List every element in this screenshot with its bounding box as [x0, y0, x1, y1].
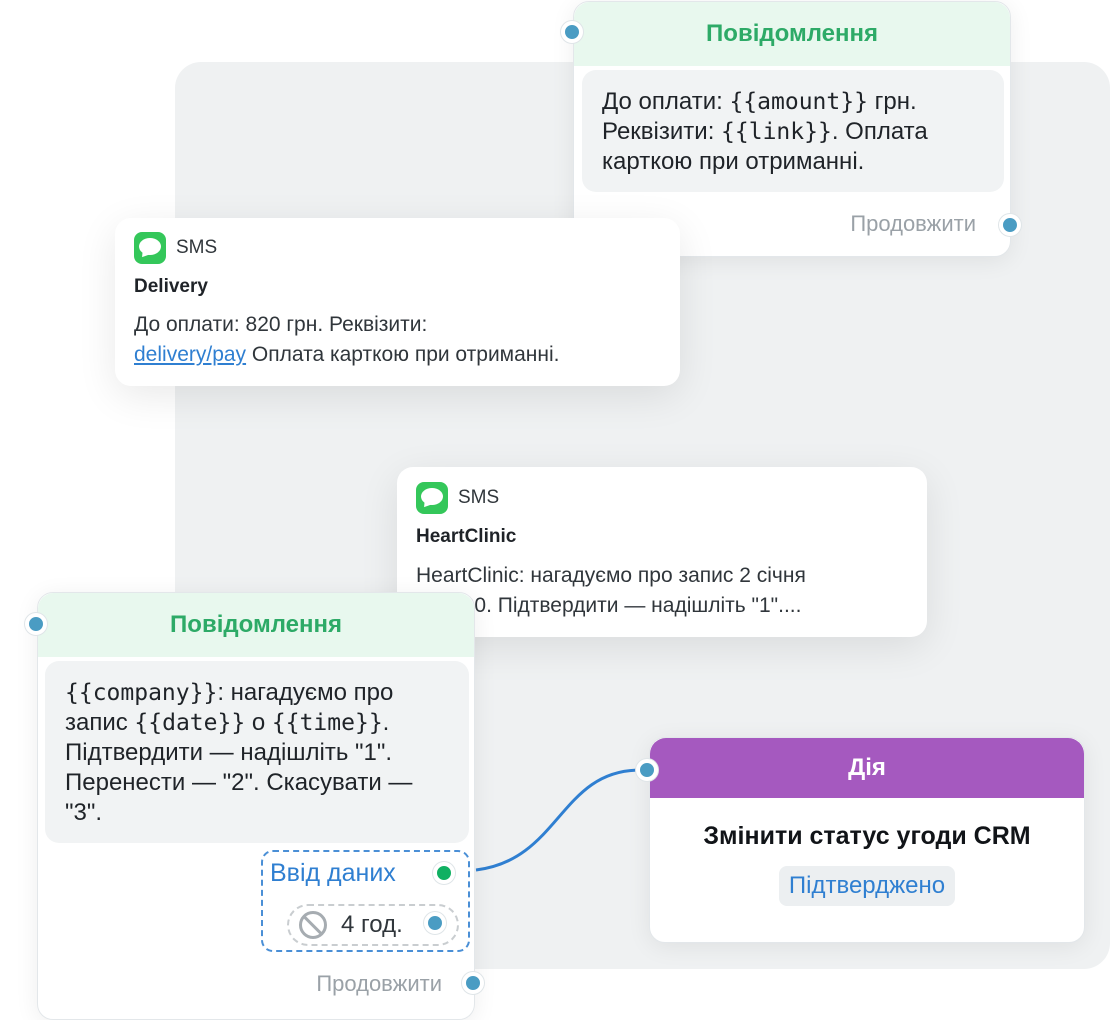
- sms-channel-label: SMS: [176, 237, 218, 258]
- message-node-title: Повідомлення: [574, 2, 1010, 66]
- sms-preview-delivery: SMS Delivery До оплати: 820 грн. Реквізи…: [115, 218, 680, 386]
- data-input-output-port[interactable]: [433, 862, 455, 884]
- data-input-group[interactable]: [261, 850, 470, 952]
- timeout-pill[interactable]: 4 год.: [287, 904, 459, 946]
- sms-link[interactable]: delivery/pay: [134, 343, 247, 366]
- input-port[interactable]: [25, 613, 47, 635]
- action-node[interactable]: Дія Змінити статус угоди CRM Підтверджен…: [649, 737, 1085, 943]
- timeout-output-port[interactable]: [424, 912, 446, 934]
- continue-label: Продовжити: [850, 211, 976, 236]
- action-label: Змінити статус угоди CRM: [703, 822, 1031, 850]
- sms-sender: HeartClinic: [416, 526, 517, 547]
- sms-app-icon: [416, 482, 448, 514]
- message-node-payment[interactable]: Повідомлення До оплати: {{amount}} грн. …: [573, 1, 1011, 257]
- connector-data-input-to-action: [475, 768, 641, 872]
- sms-body: До оплати: 820 грн. Реквізити: delivery/…: [134, 313, 560, 366]
- continue-output-port[interactable]: [999, 214, 1021, 236]
- no-response-icon: [299, 911, 327, 939]
- action-node-title: Дія: [650, 738, 1084, 798]
- message-node-title: Повідомлення: [38, 593, 474, 657]
- continue-output-port[interactable]: [462, 972, 484, 994]
- input-port[interactable]: [561, 21, 583, 43]
- sms-sender: Delivery: [134, 276, 208, 297]
- action-input-port[interactable]: [636, 759, 658, 781]
- sms-channel-label: SMS: [458, 487, 500, 508]
- data-input-label[interactable]: Ввід даних: [270, 859, 396, 887]
- status-value-tag: Підтверджено: [778, 866, 956, 906]
- message-text-bubble: {{company}}: нагадуємо про запис {{date}…: [45, 661, 469, 843]
- sms-preview-heartclinic: SMS HeartClinic HeartClinic: нагадуємо п…: [397, 467, 927, 637]
- timeout-label: 4 год.: [341, 911, 403, 938]
- message-node-reminder[interactable]: Повідомлення {{company}}: нагадуємо про …: [37, 592, 475, 1020]
- message-text-bubble: До оплати: {{amount}} грн. Реквізити: {{…: [582, 70, 1004, 192]
- sms-app-icon: [134, 232, 166, 264]
- sms-body: HeartClinic: нагадуємо про запис 2 січня…: [416, 564, 806, 617]
- continue-label: Продовжити: [316, 971, 442, 996]
